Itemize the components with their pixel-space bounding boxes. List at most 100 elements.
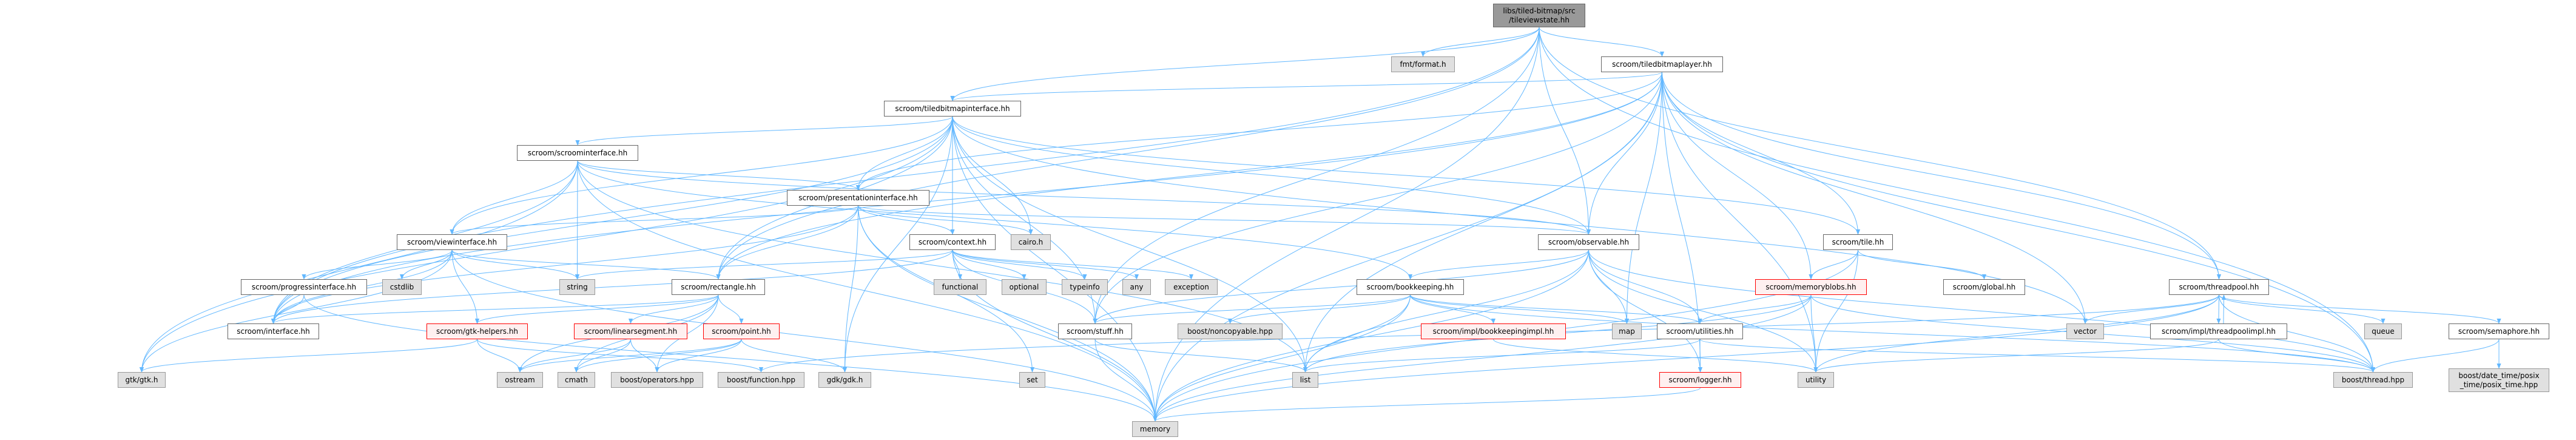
edge-point-to-ostream <box>518 339 742 373</box>
node-scroominterface[interactable]: scroom/scroominterface.hh <box>517 145 638 161</box>
edge-viewi-to-string <box>451 249 580 280</box>
edge-tbi-to-observable <box>952 116 1591 235</box>
node-stuff[interactable]: scroom/stuff.hh <box>1058 323 1132 339</box>
edge-tbl-to-rectangle <box>716 72 1662 280</box>
edge-threadpool-to-queue <box>2219 294 2385 324</box>
node-logger[interactable]: scroom/logger.hh <box>1659 372 1741 388</box>
edge-tbl-to-observable <box>1586 72 1662 235</box>
node-map: map <box>1612 323 1642 339</box>
edge-threadpool-to-utility <box>1813 294 2219 373</box>
edge-presi-to-memory <box>858 205 1158 422</box>
edge-tbl-to-tile <box>1662 72 1861 235</box>
node-memoryblobs[interactable]: scroom/memoryblobs.hh <box>1755 279 1867 295</box>
edge-gtkhelpers-to-gtk <box>140 339 477 373</box>
node-viewinterface[interactable]: scroom/viewinterface.hh <box>397 234 507 250</box>
edge-presi-to-gdk <box>842 205 858 373</box>
edge-observable-to-utility <box>1588 249 1818 373</box>
edge-root-to-observable <box>1539 27 1591 235</box>
edge-threadpoolimpl-to-utility <box>1813 339 2219 373</box>
edge-scroomi-to-bookkeeping <box>577 160 1412 280</box>
edge-tbi-to-cairo <box>952 116 1033 235</box>
node-semaphore[interactable]: scroom/semaphore.hh <box>2449 323 2549 339</box>
node-bookkeepingimpl[interactable]: scroom/impl/bookkeepingimpl.hh <box>1421 323 1566 339</box>
edge-tbl-to-utility <box>1662 72 1818 373</box>
node-presentationinterface[interactable]: scroom/presentationinterface.hh <box>787 190 929 206</box>
edge-rectangle-to-point <box>718 294 744 324</box>
node-rectangle[interactable]: scroom/rectangle.hh <box>672 279 765 295</box>
edge-viewi-to-memory <box>451 249 1158 422</box>
node-boost-function: boost/function.hpp <box>718 372 804 388</box>
edge-bookkeepingimpl-to-utility <box>1493 339 1818 373</box>
node-cmath: cmath <box>558 372 595 388</box>
node-boost-thread: boost/thread.hpp <box>2333 372 2413 388</box>
node-queue: queue <box>2364 323 2402 339</box>
edge-progressi-to-memory <box>303 294 1158 422</box>
edge-presi-to-cairo <box>858 205 1033 235</box>
node-context[interactable]: scroom/context.hh <box>909 234 996 250</box>
edge-point-to-gdk <box>741 339 848 373</box>
edge-tbi-to-presi <box>855 116 953 191</box>
node-utilities[interactable]: scroom/utilities.hh <box>1657 323 1743 339</box>
edge-bookkeeping-to-noncopyable <box>1228 294 1411 324</box>
node-fmt-format: fmt/format.h <box>1391 56 1455 72</box>
edge-viewi-to-progressi <box>302 249 453 280</box>
node-linearsegment[interactable]: scroom/linearsegment.hh <box>574 323 687 339</box>
edge-tbi-to-scroomi <box>575 116 953 146</box>
edge-linearsegment-to-ostream <box>518 339 631 373</box>
edge-stuff-to-memory <box>1094 339 1158 422</box>
node-optional: optional <box>1002 279 1047 295</box>
edge-root-to-memory <box>1153 27 1540 422</box>
node-tiledbitmaplayer[interactable]: scroom/tiledbitmaplayer.hh <box>1601 56 1723 72</box>
edge-tbl-to-vector <box>1662 72 2088 324</box>
node-threadpool[interactable]: scroom/threadpool.hh <box>2169 279 2269 295</box>
node-interface[interactable]: scroom/interface.hh <box>228 323 319 339</box>
edge-presi-to-viewi <box>450 205 858 235</box>
edge-tbi-to-gtk <box>139 116 953 373</box>
edge-tbl-to-memory <box>1153 72 1662 422</box>
edge-utilities-to-logger <box>1698 339 1703 373</box>
edge-viewi-to-rectangle <box>451 249 721 280</box>
edge-tbl-to-interface <box>271 72 1662 324</box>
edge-context-to-any <box>952 249 1139 280</box>
node-tile[interactable]: scroom/tile.hh <box>1823 234 1893 250</box>
edge-context-to-exception <box>952 249 1193 280</box>
edge-tile-to-memoryblobs <box>1809 249 1858 280</box>
edge-tbi-to-tile <box>952 116 1860 235</box>
node-observable[interactable]: scroom/observable.hh <box>1538 234 1639 250</box>
edge-threadpool-to-thread <box>2219 294 2376 373</box>
edge-semaphore-to-thread <box>2370 339 2500 373</box>
node-boost-noncopyable: boost/noncopyable.hpp <box>1178 323 1283 339</box>
edge-scroomi-to-list <box>577 160 1308 373</box>
node-cstdlib: cstdlib <box>382 279 422 295</box>
node-progressinterface[interactable]: scroom/progressinterface.hh <box>241 279 367 295</box>
edge-root-to-rectangle <box>716 27 1540 280</box>
edge-point-to-cmath <box>574 339 742 373</box>
edge-context-to-string <box>575 249 953 280</box>
edge-observable-to-logger <box>1588 249 1703 373</box>
node-any: any <box>1122 279 1151 295</box>
edge-bookkeeping-to-list <box>1303 294 1411 373</box>
edge-context-to-optional <box>952 249 1027 280</box>
edge-gtkhelpers-to-function <box>477 339 763 373</box>
node-string: string <box>559 279 595 295</box>
edge-utilities-to-list <box>1303 339 1701 373</box>
edge-tbl-to-memoryblobs <box>1662 72 1813 280</box>
edge-viewi-to-gtkhelpers <box>451 249 480 324</box>
node-threadpoolimpl[interactable]: scroom/impl/threadpoolimpl.hh <box>2150 323 2287 339</box>
node-cairo: cairo.h <box>1011 234 1051 250</box>
node-boost-posix-time: boost/date_time/posix _time/posix_time.h… <box>2449 368 2549 392</box>
node-point[interactable]: scroom/point.hh <box>703 323 780 339</box>
node-gdk-h: gdk/gdk.h <box>818 372 871 388</box>
node-root-tileviewstate[interactable]: libs/tiled-bitmap/src /tileviewstate.hh <box>1493 4 1585 27</box>
node-tiledbitmapinterface[interactable]: scroom/tiledbitmapinterface.hh <box>884 101 1021 117</box>
edge-tbi-to-list <box>952 116 1308 373</box>
edge-threadpool-to-vector <box>2083 294 2219 324</box>
edge-tile-to-utility <box>1813 249 1858 373</box>
edge-observable-to-bookkeeping <box>1408 249 1589 280</box>
node-bookkeeping[interactable]: scroom/bookkeeping.hh <box>1357 279 1464 295</box>
node-global[interactable]: scroom/global.hh <box>1943 279 2025 295</box>
edge-root-to-fmt <box>1420 27 1540 57</box>
node-gtk-helpers[interactable]: scroom/gtk-helpers.hh <box>427 323 528 339</box>
